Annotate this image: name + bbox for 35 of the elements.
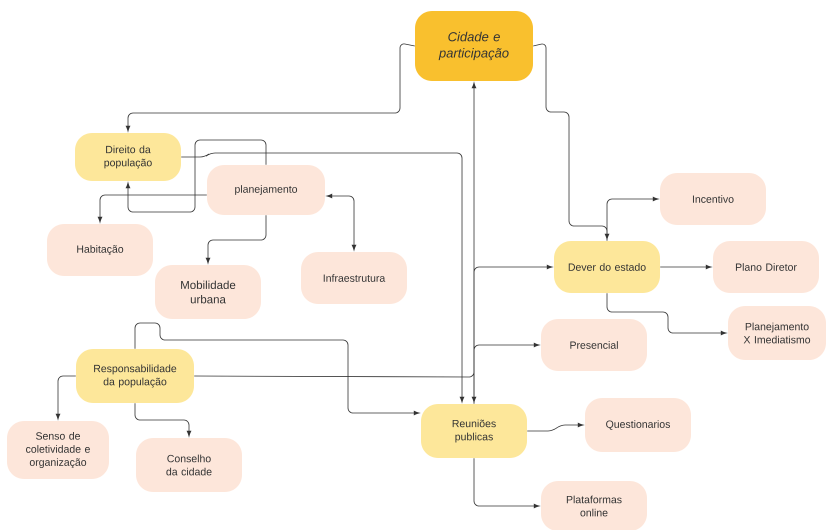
arrow [206, 214, 266, 264]
concept-box: Habitação [47, 224, 153, 276]
concept-box: Reuniões publicas [421, 404, 527, 458]
concept-box: Infraestrutura [301, 252, 407, 304]
concept-box: Planejamento X Imediatismo [728, 306, 826, 360]
arrow [194, 342, 540, 378]
arrow [606, 196, 658, 242]
concept-box: Questionarios [585, 398, 691, 452]
arrow [472, 82, 476, 402]
arrow [474, 458, 540, 508]
concept-box: Senso de coletividade e organização [7, 421, 109, 479]
arrow [56, 376, 76, 420]
arrow [326, 194, 356, 250]
arrow [126, 44, 416, 132]
concept-box: Responsabilidade da população [76, 349, 194, 403]
arrow [474, 264, 552, 404]
arrow [606, 292, 726, 336]
concept-box: Conselho da cidade [136, 438, 242, 492]
concept-box: Direito da população [75, 133, 181, 181]
arrow [180, 152, 464, 402]
arrow [532, 44, 610, 240]
concept-box: Mobilidade urbana [155, 265, 261, 319]
arrow [134, 322, 420, 416]
arrow [126, 140, 266, 212]
arrow [660, 264, 712, 270]
concept-box: Presencial [541, 319, 647, 371]
concept-box: Plano Diretor [713, 241, 819, 293]
concept-box: Dever do estado [554, 241, 660, 293]
arrow [134, 402, 192, 436]
concept-box: planejamento [207, 165, 325, 215]
concept-box: Plataformas online [541, 481, 647, 530]
concept-box: Incentivo [660, 173, 766, 225]
arrow [526, 422, 584, 432]
concept-box: Cidade e participação [415, 11, 533, 81]
arrow [98, 194, 208, 222]
